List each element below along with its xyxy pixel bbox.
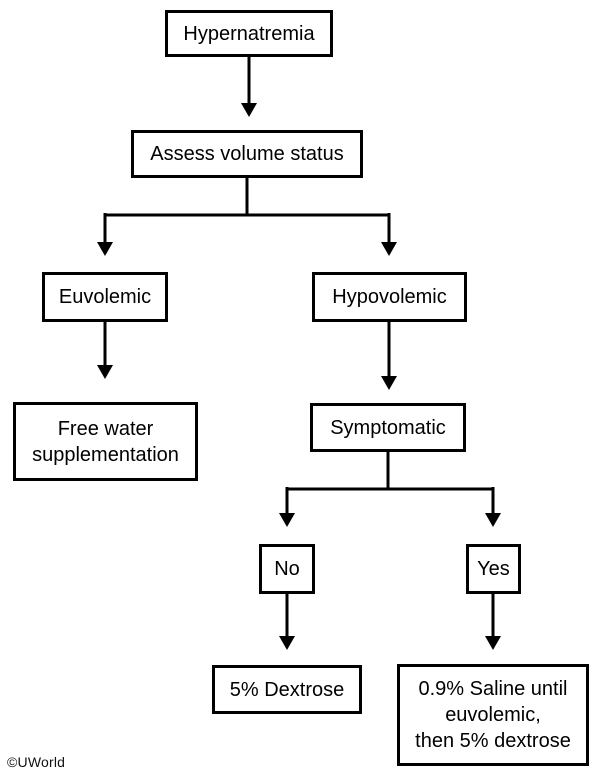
- branch-symptomatic-to-no-yes: [279, 452, 501, 527]
- node-free-water-supplementation-label: Free water supplementation: [32, 417, 179, 466]
- arrow-euvolemic-to-freewater: [97, 322, 113, 379]
- node-symptomatic: Symptomatic: [310, 403, 466, 452]
- node-yes: Yes: [466, 544, 521, 594]
- node-assess-volume-status-label: Assess volume status: [150, 143, 344, 165]
- node-saline-until-euvolemic: 0.9% Saline until euvolemic, then 5% dex…: [397, 664, 589, 766]
- node-euvolemic: Euvolemic: [42, 272, 168, 322]
- arrow-no-to-dextrose: [279, 594, 295, 650]
- branch-assess-to-euvolemic-hypovolemic: [97, 178, 397, 256]
- node-no: No: [259, 544, 315, 594]
- node-euvolemic-label: Euvolemic: [58, 286, 152, 308]
- node-yes-label: Yes: [477, 558, 510, 580]
- node-5-percent-dextrose: 5% Dextrose: [212, 665, 362, 714]
- arrow-hypernatremia-to-assess: [241, 57, 257, 117]
- arrow-hypovolemic-to-symptomatic: [381, 322, 397, 390]
- node-5-percent-dextrose-label: 5% Dextrose: [229, 678, 345, 701]
- node-free-water-supplementation: Free water supplementation: [13, 402, 198, 481]
- arrow-yes-to-saline: [485, 594, 501, 650]
- node-hypernatremia: Hypernatremia: [165, 10, 333, 57]
- node-hypovolemic: Hypovolemic: [312, 272, 467, 322]
- node-hypernatremia-label: Hypernatremia: [183, 22, 315, 45]
- node-symptomatic-label: Symptomatic: [330, 416, 446, 439]
- uworld-credit: ©UWorld: [7, 754, 66, 770]
- node-assess-volume-status: Assess volume status: [131, 130, 363, 178]
- node-hypovolemic-label: Hypovolemic: [332, 286, 447, 308]
- node-saline-until-euvolemic-label: 0.9% Saline until euvolemic, then 5% dex…: [415, 678, 571, 752]
- node-no-label: No: [274, 558, 300, 580]
